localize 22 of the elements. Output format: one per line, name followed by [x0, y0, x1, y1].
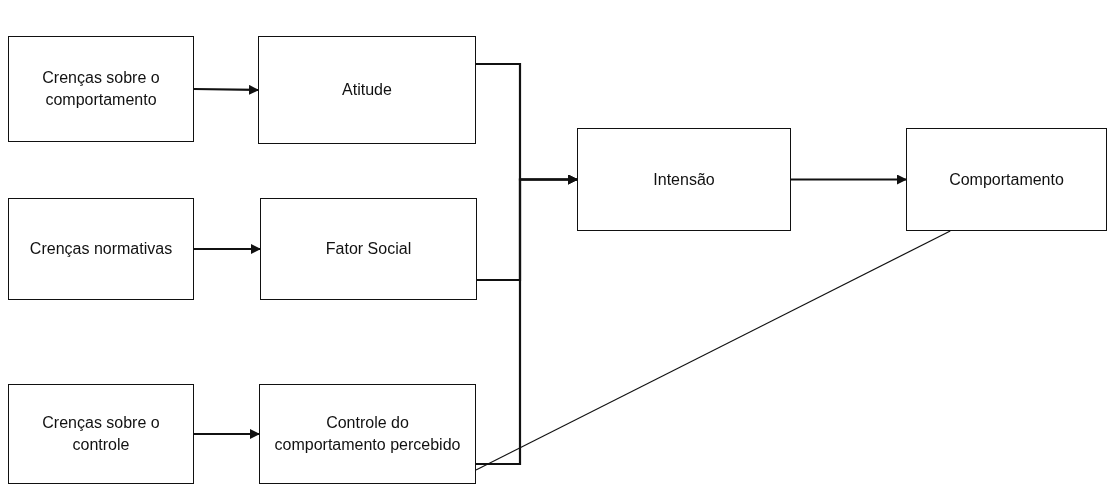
- box-label: Controle do comportamento percebido: [273, 413, 462, 455]
- box-label: Intensão: [653, 169, 715, 190]
- arrow: [194, 84, 259, 95]
- box-label: Fator Social: [325, 239, 412, 260]
- process-box: [8, 36, 194, 142]
- box-label: Crenças sobre o controle: [41, 413, 161, 455]
- connector-line: [475, 230, 951, 471]
- arrow: [194, 244, 261, 254]
- process-box: [8, 198, 194, 300]
- process-box: [259, 384, 476, 484]
- box-label: Crenças normativas: [29, 239, 173, 260]
- box-label: Atitude: [342, 80, 392, 101]
- process-box: [8, 384, 194, 484]
- arrow: [791, 174, 907, 185]
- arrow: [194, 429, 260, 439]
- arrow: [476, 174, 578, 466]
- process-box: [577, 128, 791, 231]
- process-box: [906, 128, 1107, 231]
- box-label: Crenças sobre o comportamento: [41, 68, 161, 110]
- process-box: [260, 198, 477, 300]
- box-label: Comportamento: [949, 169, 1064, 190]
- process-box: [258, 36, 476, 144]
